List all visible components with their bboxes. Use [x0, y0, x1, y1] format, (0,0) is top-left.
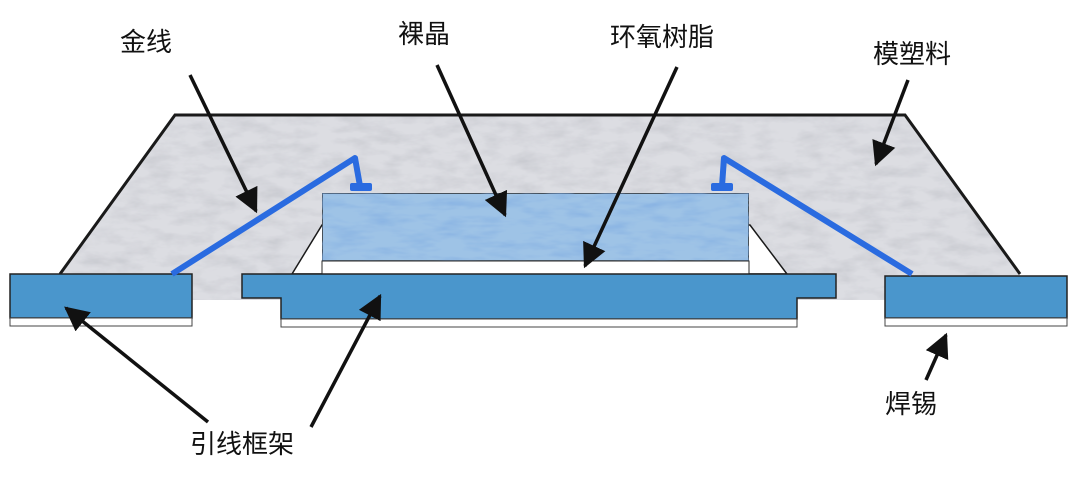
arrow-gold-wire: [188, 74, 258, 214]
arrow-lead-frame-left: [64, 306, 210, 424]
bond-pad-left: [350, 183, 372, 191]
right-lead: [884, 275, 1068, 319]
arrow-bare-die: [435, 64, 508, 218]
arrow-molding-compound: [872, 79, 910, 167]
arrow-epoxy: [583, 66, 679, 269]
left-lead: [9, 273, 193, 319]
label-solder: 焊锡: [885, 390, 938, 420]
arrow-solder: [924, 332, 949, 381]
gold-wire-right: [719, 155, 914, 277]
label-molding-compound: 模塑料: [873, 40, 952, 70]
lead-frame-paddle-underlay: [280, 318, 798, 328]
label-epoxy: 环氧树脂: [610, 23, 715, 53]
right-solder: [884, 317, 1068, 327]
epoxy-layer: [321, 260, 750, 275]
label-bare-die: 裸晶: [398, 20, 451, 50]
gold-wire-left: [170, 155, 363, 277]
label-lead-frame: 引线框架: [190, 430, 295, 460]
lead-frame-paddle: [241, 273, 837, 320]
label-gold-wire: 金线: [120, 28, 173, 58]
molding-compound-outline: [58, 113, 1022, 275]
bond-pad-right: [711, 183, 733, 191]
arrow-lead-frame-center: [309, 293, 382, 428]
bare-die: [321, 192, 750, 262]
left-solder: [9, 317, 193, 327]
